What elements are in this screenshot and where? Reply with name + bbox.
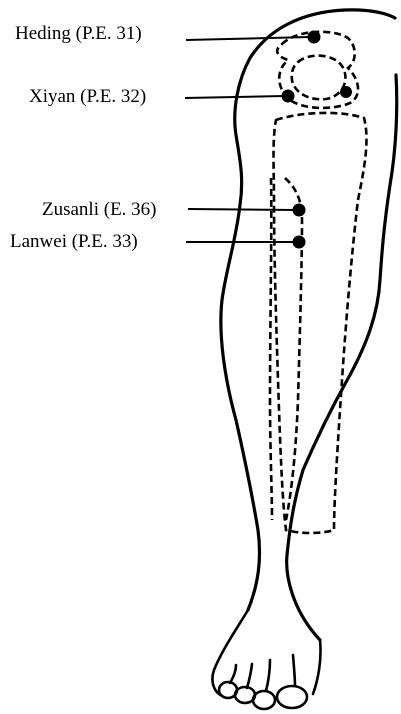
toe-4 (277, 686, 307, 708)
leg-outline-outer (250, 10, 397, 640)
zusanli-leader (188, 209, 295, 210)
heding-label: Heding (P.E. 31) (15, 24, 142, 43)
patella-inner-ring (292, 56, 346, 100)
xiyan-label: Xiyan (P.E. 32) (29, 87, 146, 106)
leg-outline-inner (221, 58, 260, 610)
toe-crease-3 (266, 660, 270, 691)
xiyan-point-lateral (340, 86, 352, 98)
toe-crease-1 (230, 665, 236, 683)
tibia-outline (274, 113, 367, 533)
toe-crease-2 (247, 664, 252, 688)
zusanli-label: Zusanli (E. 36) (42, 200, 157, 219)
toe-crease-4 (293, 655, 295, 686)
toe-3 (253, 691, 275, 709)
xiyan-leader (185, 96, 284, 98)
lanwei-label: Lanwei (P.E. 33) (10, 232, 138, 251)
